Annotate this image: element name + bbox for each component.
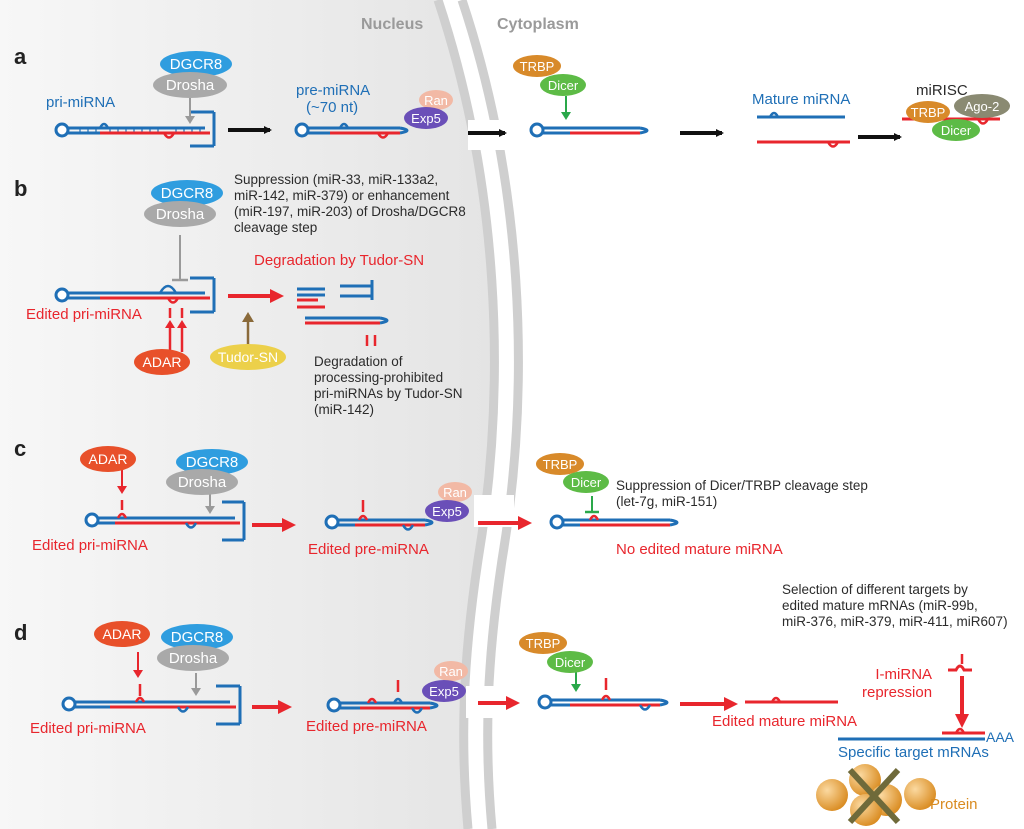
ran-protein-c: Ran xyxy=(438,482,472,502)
degradation-title: Degradation by Tudor-SN xyxy=(254,252,425,269)
drosha-protein-a: Drosha xyxy=(153,72,227,98)
exp5-protein-d: Exp5 xyxy=(422,680,466,702)
dicer-suppression-note: Suppression of Dicer/TRBP cleavage step … xyxy=(616,478,868,509)
svg-text:Dicer: Dicer xyxy=(941,123,972,138)
dicer-protein-d: Dicer xyxy=(547,651,593,673)
pri-mirna-label: pri-miRNA xyxy=(46,94,116,111)
tudor-degradation-note: Degradation of processing-prohibited pri… xyxy=(314,354,463,417)
edited-pri-mirna-label-d: Edited pri-miRNA xyxy=(30,720,146,737)
pre-mirna-label: pre-miRNA xyxy=(296,82,371,99)
exp5-protein-c: Exp5 xyxy=(425,500,469,522)
svg-text:Drosha: Drosha xyxy=(166,77,215,94)
repression-cross-icon xyxy=(847,767,901,825)
panel-label-d: d xyxy=(14,620,28,645)
nucleus-header: Nucleus xyxy=(361,16,424,33)
trbp-protein-mirisc: TRBP xyxy=(906,101,950,123)
dgcr8-protein-c: DGCR8 xyxy=(176,449,248,475)
drosha-protein-b: Drosha xyxy=(144,201,216,227)
exp5-protein-a: Exp5 xyxy=(404,107,448,129)
dicer-protein-c: Dicer xyxy=(563,471,609,493)
panel-b-graphics xyxy=(54,235,389,352)
panel-label-b: b xyxy=(14,176,28,201)
svg-text:Exp5: Exp5 xyxy=(432,504,462,519)
edited-pri-mirna-label-c: Edited pri-miRNA xyxy=(32,537,148,554)
svg-text:ADAR: ADAR xyxy=(143,354,182,370)
svg-text:Dicer: Dicer xyxy=(571,475,602,490)
svg-text:TRBP: TRBP xyxy=(911,105,946,120)
svg-text:TRBP: TRBP xyxy=(520,59,555,74)
panel-a-graphics xyxy=(54,96,1000,148)
mature-mirna-label: Mature miRNA xyxy=(752,91,851,108)
adar-protein-b: ADAR xyxy=(134,349,190,375)
trbp-protein-a: TRBP xyxy=(513,55,561,77)
trbp-protein-d: TRBP xyxy=(519,632,567,654)
panel-label-c: c xyxy=(14,436,27,461)
svg-text:Dicer: Dicer xyxy=(555,655,586,670)
drosha-modulation-note: Suppression (miR-33, miR-133a2, miR-142,… xyxy=(234,172,466,235)
svg-text:TRBP: TRBP xyxy=(543,457,578,472)
edited-pri-mirna-label-b: Edited pri-miRNA xyxy=(26,306,142,323)
dgcr8-protein-b: DGCR8 xyxy=(151,180,223,206)
mirisc-label: miRISC xyxy=(916,82,968,99)
svg-text:DGCR8: DGCR8 xyxy=(171,629,224,646)
ago2-protein-mirisc: Ago-2 xyxy=(954,94,1010,118)
svg-text:DGCR8: DGCR8 xyxy=(161,185,214,202)
svg-text:Exp5: Exp5 xyxy=(411,111,441,126)
specific-target-mrnas-label: Specific target mRNAs xyxy=(838,744,989,761)
edited-mature-mirna-label: Edited mature miRNA xyxy=(712,713,858,730)
svg-text:Ran: Ran xyxy=(424,93,448,108)
svg-text:ADAR: ADAR xyxy=(89,451,128,467)
panel-c-graphics xyxy=(84,470,679,542)
svg-text:Dicer: Dicer xyxy=(548,78,579,93)
ran-protein-d: Ran xyxy=(434,661,468,681)
svg-text:DGCR8: DGCR8 xyxy=(186,454,239,471)
protein-label: Protein xyxy=(930,796,978,813)
edited-pre-mirna-label-d: Edited pre-miRNA xyxy=(306,718,427,735)
svg-text:Drosha: Drosha xyxy=(169,650,218,667)
cytoplasm-header: Cytoplasm xyxy=(497,16,579,33)
adar-protein-c: ADAR xyxy=(80,446,136,472)
svg-text:Ran: Ran xyxy=(443,485,467,500)
panel-d-graphics xyxy=(61,652,985,741)
dicer-protein-mirisc: Dicer xyxy=(932,119,980,141)
poly-a-tail-label: AAA xyxy=(986,729,1015,745)
svg-text:Drosha: Drosha xyxy=(178,474,227,491)
svg-text:Exp5: Exp5 xyxy=(429,684,459,699)
adar-protein-d: ADAR xyxy=(94,621,150,647)
svg-text:TRBP: TRBP xyxy=(526,636,561,651)
panel-label-a: a xyxy=(14,44,27,69)
dicer-protein-a: Dicer xyxy=(540,74,586,96)
svg-text:Ran: Ran xyxy=(439,664,463,679)
svg-text:Ago-2: Ago-2 xyxy=(965,99,1000,114)
svg-text:Drosha: Drosha xyxy=(156,206,205,223)
dgcr8-protein-d: DGCR8 xyxy=(161,624,233,650)
svg-text:DGCR8: DGCR8 xyxy=(170,56,223,73)
edited-pre-mirna-label-c: Edited pre-miRNA xyxy=(308,541,429,558)
i-mirna-repression-label: I-miRNA repression xyxy=(862,666,933,701)
svg-text:Tudor-SN: Tudor-SN xyxy=(218,349,278,365)
target-selection-note: Selection of different targets by edited… xyxy=(782,582,1008,629)
trbp-protein-c: TRBP xyxy=(536,453,584,475)
svg-text:ADAR: ADAR xyxy=(103,626,142,642)
tudor-sn-protein-b: Tudor-SN xyxy=(210,344,286,370)
drosha-protein-c: Drosha xyxy=(166,469,238,495)
no-edited-mature-label: No edited mature miRNA xyxy=(616,541,783,558)
drosha-protein-d: Drosha xyxy=(157,645,229,671)
pre-mirna-size-label: (~70 nt) xyxy=(306,99,359,116)
ran-protein-a: Ran xyxy=(419,90,453,110)
dgcr8-protein-a: DGCR8 xyxy=(160,51,232,77)
